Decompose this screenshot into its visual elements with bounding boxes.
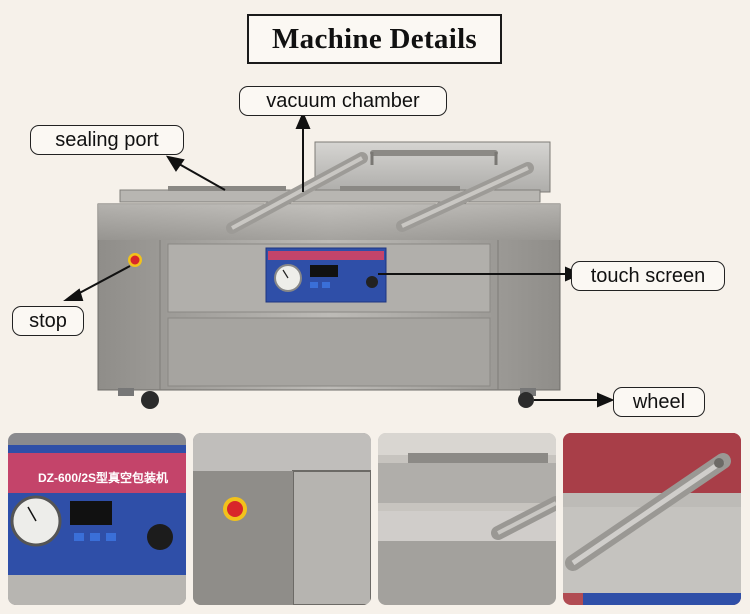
machine-photo [63,111,615,409]
lid-handle [370,150,498,156]
wheel-left [141,391,159,409]
arrow-stop [71,265,131,298]
arrow-sealing-port [171,159,226,191]
thumbnail-control-panel: DZ-600/2S型真空包装机 [8,433,186,605]
front-panel-lower [167,317,491,387]
panel-model-label: DZ-600/2S型真空包装机 [38,470,168,485]
sealing-rim [119,189,541,203]
callout-wheel: wheel [613,387,705,417]
page-title: Machine Details [271,22,478,55]
thumbnail-lid-arm [563,433,741,605]
callout-touch-screen: touch screen [571,261,725,291]
callout-sealing-port: sealing port [30,125,184,155]
title-box: Machine Details [247,14,502,64]
wheel-right [518,392,534,408]
knob-icon [147,524,173,550]
callout-stop: stop [12,306,84,336]
thumbnail-sealing-bar [378,433,556,605]
callout-vacuum-chamber: vacuum chamber [239,86,447,116]
thumbnail-stop-button [193,433,371,605]
